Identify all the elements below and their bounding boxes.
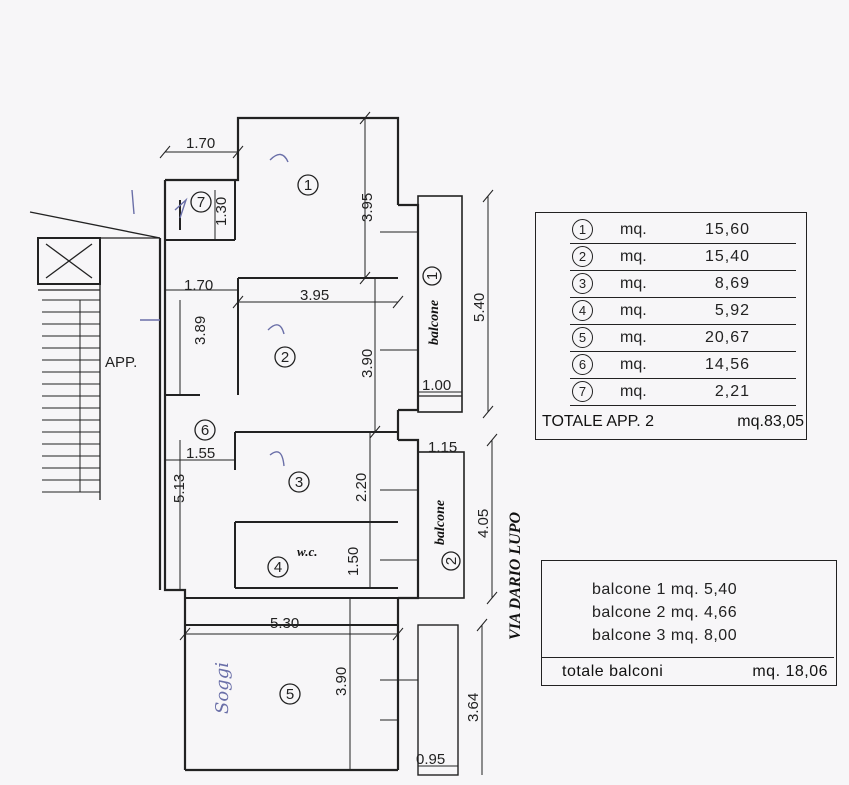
dimension-1-00: 1.00 (422, 377, 451, 394)
area-room-number: 5 (572, 327, 593, 348)
room-4-marker (267, 556, 289, 578)
room-5-marker (279, 683, 301, 705)
area-unit: mq. (620, 220, 647, 238)
balcony-1-number: 1 (424, 272, 441, 280)
balcony-2-label: balcone (433, 500, 448, 545)
dimension-5-30: 5.30 (270, 615, 299, 632)
area-row: 3 mq. 8,69 (570, 270, 796, 298)
room-4-number: 4 (274, 559, 282, 576)
balcony-divider (542, 657, 834, 658)
area-unit: mq. (620, 301, 647, 319)
handwritten-note: Soggi (212, 662, 233, 714)
dimension-5-40: 5.40 (471, 293, 488, 322)
dimension-3-95-room1: 3.95 (359, 193, 376, 222)
area-room-number: 3 (572, 273, 593, 294)
area-value: 2,21 (714, 382, 750, 400)
dimension-3-89: 3.89 (192, 316, 209, 345)
area-unit: mq. (620, 355, 647, 373)
area-value: 5,92 (714, 301, 750, 319)
area-value: 15,60 (704, 220, 750, 238)
area-row: 4 mq. 5,92 (570, 297, 796, 325)
area-value: 15,40 (704, 247, 750, 265)
area-unit: mq. (620, 247, 647, 265)
balcony-row: balcone 1 mq. 5,40 (592, 581, 738, 598)
room-3-marker (288, 471, 310, 493)
area-total-row: TOTALE APP. 2 mq.83,05 (542, 413, 804, 431)
room-3-number: 3 (295, 474, 303, 491)
room-7-marker (190, 191, 212, 213)
balcony-2-marker (441, 551, 461, 571)
area-room-number: 2 (572, 246, 593, 267)
area-row: 2 mq. 15,40 (570, 243, 796, 271)
area-value: 20,67 (704, 328, 750, 346)
room-6-marker (194, 419, 216, 441)
balcony-total-row: totale balconi mq. 18,06 (562, 663, 828, 681)
room-areas-table: 1 mq. 15,60 2 mq. 15,40 3 mq. 8,69 4 mq.… (535, 212, 807, 440)
area-room-number: 7 (572, 381, 593, 402)
dimension-2-20: 2.20 (353, 473, 370, 502)
apartment-label: APP. (105, 354, 137, 371)
balcony-row: balcone 3 mq. 8,00 (592, 627, 738, 644)
room-7-number: 7 (197, 194, 205, 211)
dimension-3-95-room2: 3.95 (300, 287, 329, 304)
dimension-3-90-room2: 3.90 (359, 349, 376, 378)
area-row: 5 mq. 20,67 (570, 324, 796, 352)
area-row: 6 mq. 14,56 (570, 351, 796, 379)
stair-steps (42, 299, 100, 493)
area-row: 1 mq. 15,60 (570, 216, 796, 244)
area-room-number: 1 (572, 219, 593, 240)
dimension-1-55: 1.55 (186, 445, 215, 462)
dimension-1-70-mid: 1.70 (184, 277, 213, 294)
balcony-1-marker (422, 266, 442, 286)
street-name: VIA DARIO LUPO (507, 512, 524, 640)
dimension-0-95: 0.95 (416, 751, 445, 768)
room-2-marker (274, 346, 296, 368)
room-6-number: 6 (201, 422, 209, 439)
dimension-1-30: 1.30 (213, 197, 230, 226)
area-unit: mq. (620, 328, 647, 346)
balcony-1-outline (417, 195, 463, 413)
area-value: 8,69 (714, 274, 750, 292)
area-unit: mq. (620, 274, 647, 292)
dimension-3-90-room5: 3.90 (333, 667, 350, 696)
dimension-1-70-top: 1.70 (186, 135, 215, 152)
area-room-number: 4 (572, 300, 593, 321)
dimension-1-15: 1.15 (428, 439, 457, 456)
area-room-number: 6 (572, 354, 593, 375)
area-total-label: TOTALE APP. 2 (542, 413, 655, 430)
room-5-number: 5 (286, 686, 294, 703)
wc-label: w.c. (297, 544, 317, 559)
balcony-1-label: balcone (427, 300, 442, 345)
balcony-2-number: 2 (443, 557, 460, 565)
dimension-1-50: 1.50 (345, 547, 362, 576)
area-row: 7 mq. 2,21 (570, 378, 796, 406)
balcony-row: balcone 2 mq. 4,66 (592, 604, 738, 621)
area-value: 14,56 (704, 355, 750, 373)
balcony-total-value: mq. 18,06 (752, 663, 828, 680)
dimension-4-05: 4.05 (475, 509, 492, 538)
area-unit: mq. (620, 382, 647, 400)
dimension-3-64: 3.64 (465, 693, 482, 722)
balconies-table: balcone 1 mq. 5,40 balcone 2 mq. 4,66 ba… (541, 560, 837, 686)
area-total-value: mq.83,05 (737, 413, 804, 430)
balcony-total-label: totale balconi (562, 663, 664, 680)
room-1-number: 1 (304, 177, 312, 194)
dimension-5-13: 5.13 (171, 474, 188, 503)
room-2-number: 2 (281, 349, 289, 366)
room-1-marker (297, 174, 319, 196)
